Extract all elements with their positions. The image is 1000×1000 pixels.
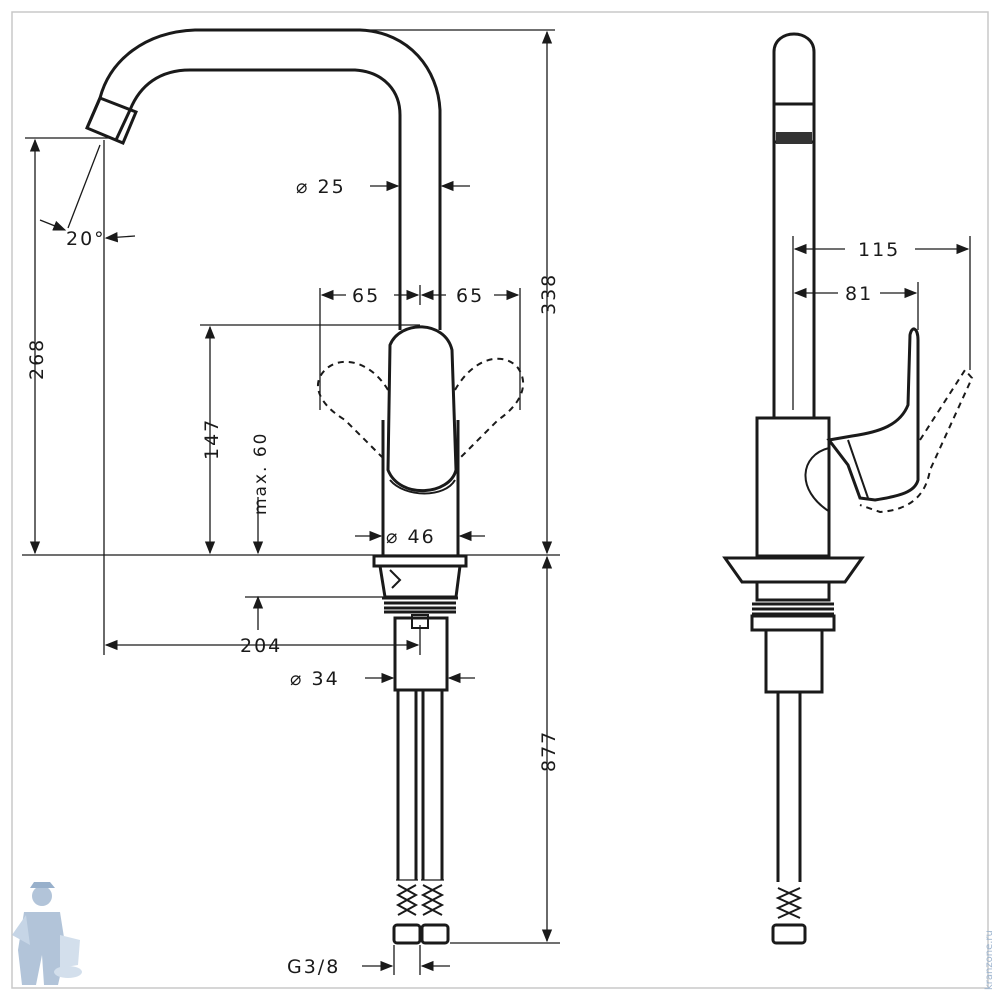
handle-right-swing (454, 357, 525, 461)
dim-147: 147 (201, 418, 223, 460)
dim-338: 338 (538, 273, 560, 315)
dim-d46: ⌀ 46 (386, 526, 436, 548)
dim-side-115: 115 (858, 239, 900, 261)
drawing-frame (11, 11, 989, 989)
side-hose-fitting (771, 923, 807, 945)
dim-g38: G3/8 (287, 956, 340, 978)
plumber-mascot-icon (12, 882, 82, 985)
lever-base-line (389, 479, 456, 495)
dim-65-left: 65 (352, 285, 380, 307)
side-lever (826, 327, 920, 502)
hose-left (396, 690, 418, 880)
shank-nut (411, 614, 429, 629)
mixer-body (381, 420, 460, 555)
dim-angle: 20° (66, 228, 106, 250)
front-view: ⌀ 25 65 65 ⌀ 46 ⌀ 34 204 G3/8 20° 338 87… (22, 28, 560, 978)
handle-left-swing (316, 360, 389, 461)
side-shank (764, 628, 824, 694)
side-base-flange (722, 556, 865, 584)
dim-877: 877 (538, 730, 560, 772)
dim-d25: ⌀ 25 (296, 176, 346, 198)
lever-handle (386, 325, 458, 493)
hose-fitting-left (392, 923, 422, 945)
dim-65-right: 65 (456, 285, 484, 307)
side-thread (752, 602, 834, 616)
dim-268: 268 (26, 338, 48, 380)
hose-braid-left (395, 884, 419, 916)
shank (393, 616, 449, 692)
spout-inner-contour (114, 68, 402, 330)
hose-braid-right (420, 884, 445, 916)
watermark-text: kranzone.ru (984, 930, 995, 990)
hose-fitting-right (420, 923, 450, 945)
side-spout (772, 32, 816, 418)
mounting-lever (389, 569, 402, 589)
side-lever-raised (859, 368, 974, 514)
dim-side-81: 81 (845, 283, 873, 305)
spout-outer-contour (85, 28, 442, 330)
base-flange (372, 554, 468, 568)
dim-max60: max. 60 (251, 432, 271, 515)
side-hose (776, 692, 802, 882)
side-aerator-mesh (776, 132, 812, 144)
hose-right (421, 690, 444, 880)
mounting-thread (382, 596, 458, 614)
side-view: 115 81 (722, 32, 974, 945)
side-base-ring (755, 580, 831, 602)
side-body (755, 416, 831, 558)
aerator (85, 96, 138, 145)
side-hose-braid (775, 887, 803, 919)
dim-204: 204 (240, 635, 282, 657)
dim-d34: ⌀ 34 (290, 668, 340, 690)
